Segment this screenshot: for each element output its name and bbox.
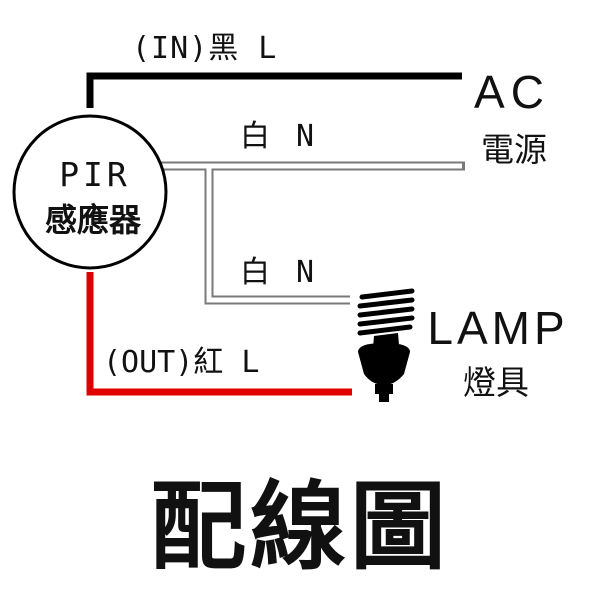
pir-sensor-circle: [12, 114, 168, 270]
live-in-wire: [86, 72, 462, 108]
neutral-wire-fill: [160, 163, 462, 303]
neutral-wires: [160, 161, 465, 305]
ac-source-subtitle: 電源: [481, 130, 547, 169]
lamp-title: LAMP: [427, 302, 568, 354]
in-wire-label: (IN)黑 L: [132, 31, 277, 66]
pir-sensor-sublabel: 感應器: [45, 201, 142, 239]
diagram-caption: 配線圖: [150, 471, 450, 583]
neutral-top-label: 白 N: [240, 119, 318, 154]
lamp-bulb-icon: [357, 288, 415, 402]
neutral-bottom-label: 白 N: [240, 255, 318, 290]
out-wire-label: (OUT)紅 L: [103, 345, 259, 380]
live-out-wire: [86, 272, 352, 396]
ac-source-title: AC: [474, 66, 550, 118]
pir-sensor-label: PIR: [59, 155, 131, 194]
lamp-subtitle: 燈具: [463, 363, 529, 402]
